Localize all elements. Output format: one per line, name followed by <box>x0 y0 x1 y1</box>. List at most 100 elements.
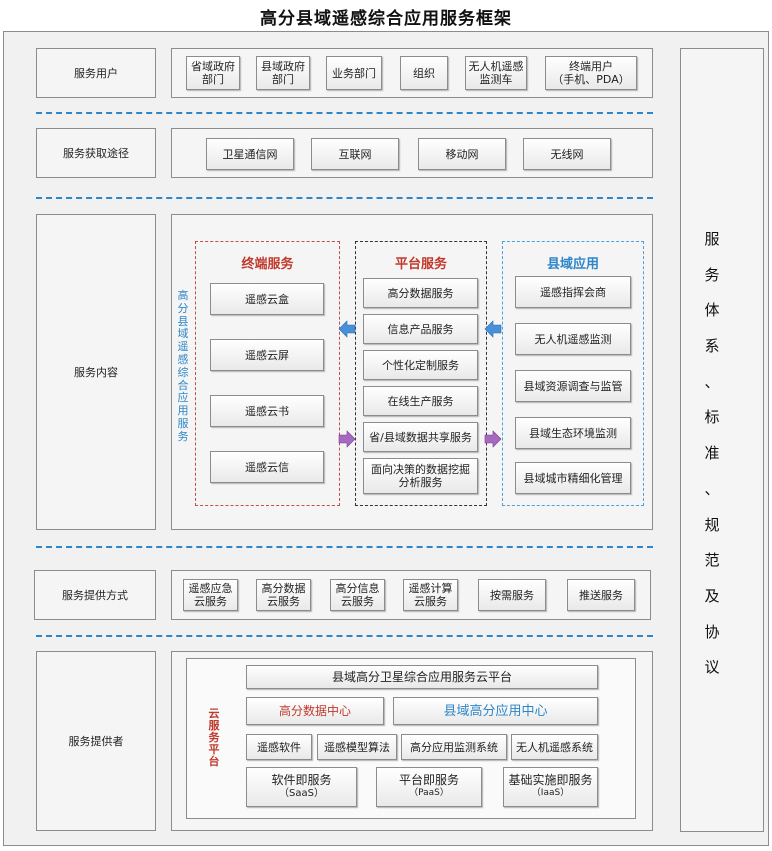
standards-text-column-char: 系 <box>704 337 720 356</box>
platform-services-group <box>355 241 487 506</box>
county-app-center: 县域高分应用中心 <box>393 697 598 725</box>
terminal-item-yunping: 遥感云屏 <box>210 339 324 371</box>
cloud-platform-side-label-char: 平 <box>208 743 220 756</box>
provision-box-push: 推送服务 <box>567 579 635 611</box>
dashed-divider-2 <box>36 197 653 199</box>
arrow-left-county-to-platform <box>484 320 502 338</box>
terminal-item-yunshu: 遥感云书 <box>210 395 324 427</box>
provision-box-computing: 遥感计算 云服务 <box>403 579 458 611</box>
arrow-right-platform-to-county <box>484 430 502 448</box>
standards-text-column-char: 务 <box>704 265 720 284</box>
content-vertical-title-char: 遥 <box>177 340 189 354</box>
provision-box-gaofen-data: 高分数据 云服务 <box>256 579 311 611</box>
content-vertical-title-char: 服 <box>177 416 189 430</box>
gaofen-data-center: 高分数据中心 <box>246 697 384 725</box>
iaas-sub: （IaaS） <box>531 788 570 798</box>
platform-services-title: 平台服务 <box>394 257 447 272</box>
county-applications-title: 县域应用 <box>546 257 599 272</box>
software-box-monitoring-system: 高分应用监测系统 <box>401 734 507 760</box>
paas-name: 平台即服务 <box>398 773 459 787</box>
platform-item-data-mining: 面向决策的数据挖掘 分析服务 <box>363 458 478 494</box>
content-vertical-title-char: 分 <box>177 301 189 315</box>
service-box-paas: 平台即服务 （PaaS） <box>376 767 482 807</box>
standards-text-column: 服务体系、标准、规范及协议 <box>700 222 724 686</box>
content-vertical-title-char: 感 <box>177 352 189 366</box>
cloud-platform-bar: 县域高分卫星综合应用服务云平台 <box>246 665 598 689</box>
access-box-internet: 互联网 <box>311 138 399 170</box>
standards-text-column-char: 服 <box>704 230 720 248</box>
county-applications-group <box>502 241 644 506</box>
provision-box-gaofen-info: 高分信息 云服务 <box>330 579 385 611</box>
content-vertical-title-char: 县 <box>177 314 189 328</box>
standards-text-column-char: 、 <box>704 372 720 391</box>
standards-text-column-char: 协 <box>704 622 720 641</box>
terminal-services-group <box>195 241 340 506</box>
cloud-platform-side-label-char: 云 <box>208 707 220 720</box>
content-vertical-title-char: 合 <box>177 378 189 392</box>
dashed-divider-3 <box>36 546 653 548</box>
user-box-organization: 组织 <box>400 56 448 90</box>
dashed-divider-1 <box>36 112 653 114</box>
access-box-satellite: 卫星通信网 <box>206 138 294 170</box>
content-vertical-title-char: 综 <box>177 365 189 379</box>
row-label-users: 服务用户 <box>36 48 156 98</box>
content-vertical-title-char: 用 <box>177 404 189 418</box>
row-label-provider: 服务提供者 <box>36 651 156 831</box>
standards-text-column-char: 准 <box>704 444 720 463</box>
platform-item-online-production: 在线生产服务 <box>363 386 478 416</box>
content-vertical-title-char: 高 <box>177 289 189 302</box>
arrow-right-terminal-to-platform <box>338 430 356 448</box>
dashed-divider-4 <box>36 635 653 637</box>
platform-item-gaofen-data: 高分数据服务 <box>363 278 478 308</box>
software-box-drone-system: 无人机遥感系统 <box>511 734 598 760</box>
iaas-name: 基础实施即服务 <box>508 773 593 787</box>
row-label-provision: 服务提供方式 <box>34 570 156 620</box>
content-vertical-title-char: 域 <box>177 327 189 341</box>
cloud-platform-side-label-char: 务 <box>208 731 220 744</box>
provision-box-emergency: 遥感应急 云服务 <box>183 579 238 611</box>
user-box-business: 业务部门 <box>326 56 382 90</box>
county-item-urban-management: 县域城市精细化管理 <box>515 462 631 494</box>
provision-box-on-demand: 按需服务 <box>478 579 546 611</box>
platform-item-data-sharing: 省/县域数据共享服务 <box>363 422 478 452</box>
user-box-drone-vehicle: 无人机遥感 监测车 <box>465 56 527 90</box>
arrow-left-platform-to-terminal <box>338 320 356 338</box>
row-label-access: 服务获取途径 <box>36 128 156 178</box>
cloud-platform-side-label-char: 服 <box>208 719 220 732</box>
county-item-drone-monitor: 无人机遥感监测 <box>515 323 631 355</box>
standards-text-column-char: 、 <box>704 479 720 498</box>
standards-text-column-char: 规 <box>704 515 720 534</box>
cloud-platform-side-label-char: 台 <box>208 755 220 768</box>
saas-sub: （SaaS） <box>279 788 324 799</box>
user-box-terminal-users: 终端用户 （手机、PDA） <box>545 56 637 90</box>
county-item-resource-survey: 县域资源调查与监管 <box>515 370 631 402</box>
access-box-mobile: 移动网 <box>418 138 506 170</box>
standards-panel <box>680 48 764 832</box>
cloud-platform-side-label: 云服务平台 <box>207 708 221 768</box>
standards-text-column-char: 议 <box>704 658 720 677</box>
standards-text-column-char: 体 <box>704 301 720 320</box>
access-box-wireless: 无线网 <box>523 138 611 170</box>
user-box-county-gov: 县域政府 部门 <box>256 56 310 90</box>
terminal-services-title: 终端服务 <box>241 257 294 272</box>
service-box-iaas: 基础实施即服务 （IaaS） <box>503 767 598 807</box>
terminal-item-yunxin: 遥感云信 <box>210 451 324 483</box>
software-box-rs-software: 遥感软件 <box>246 734 312 760</box>
row-label-content: 服务内容 <box>36 214 156 530</box>
user-box-province-gov: 省域政府 部门 <box>186 56 240 90</box>
county-item-eco-monitor: 县域生态环境监测 <box>515 417 631 449</box>
service-box-saas: 软件即服务 （SaaS） <box>246 767 357 807</box>
standards-text-column-char: 标 <box>704 408 720 427</box>
content-vertical-title-char: 应 <box>177 391 189 405</box>
content-vertical-title: 高分县域遥感综合应用服务 <box>176 289 190 444</box>
county-item-command: 遥感指挥会商 <box>515 276 631 308</box>
platform-item-custom: 个性化定制服务 <box>363 350 478 380</box>
terminal-item-yunhe: 遥感云盒 <box>210 283 324 315</box>
saas-name: 软件即服务 <box>271 773 332 787</box>
software-box-model-algorithm: 遥感模型算法 <box>317 734 397 760</box>
standards-text-column-char: 范 <box>704 551 720 570</box>
content-vertical-title-char: 务 <box>177 429 189 443</box>
diagram-title: 高分县域遥感综合应用服务框架 <box>260 9 512 29</box>
platform-item-info-product: 信息产品服务 <box>363 314 478 344</box>
paas-sub: （PaaS） <box>409 788 449 798</box>
